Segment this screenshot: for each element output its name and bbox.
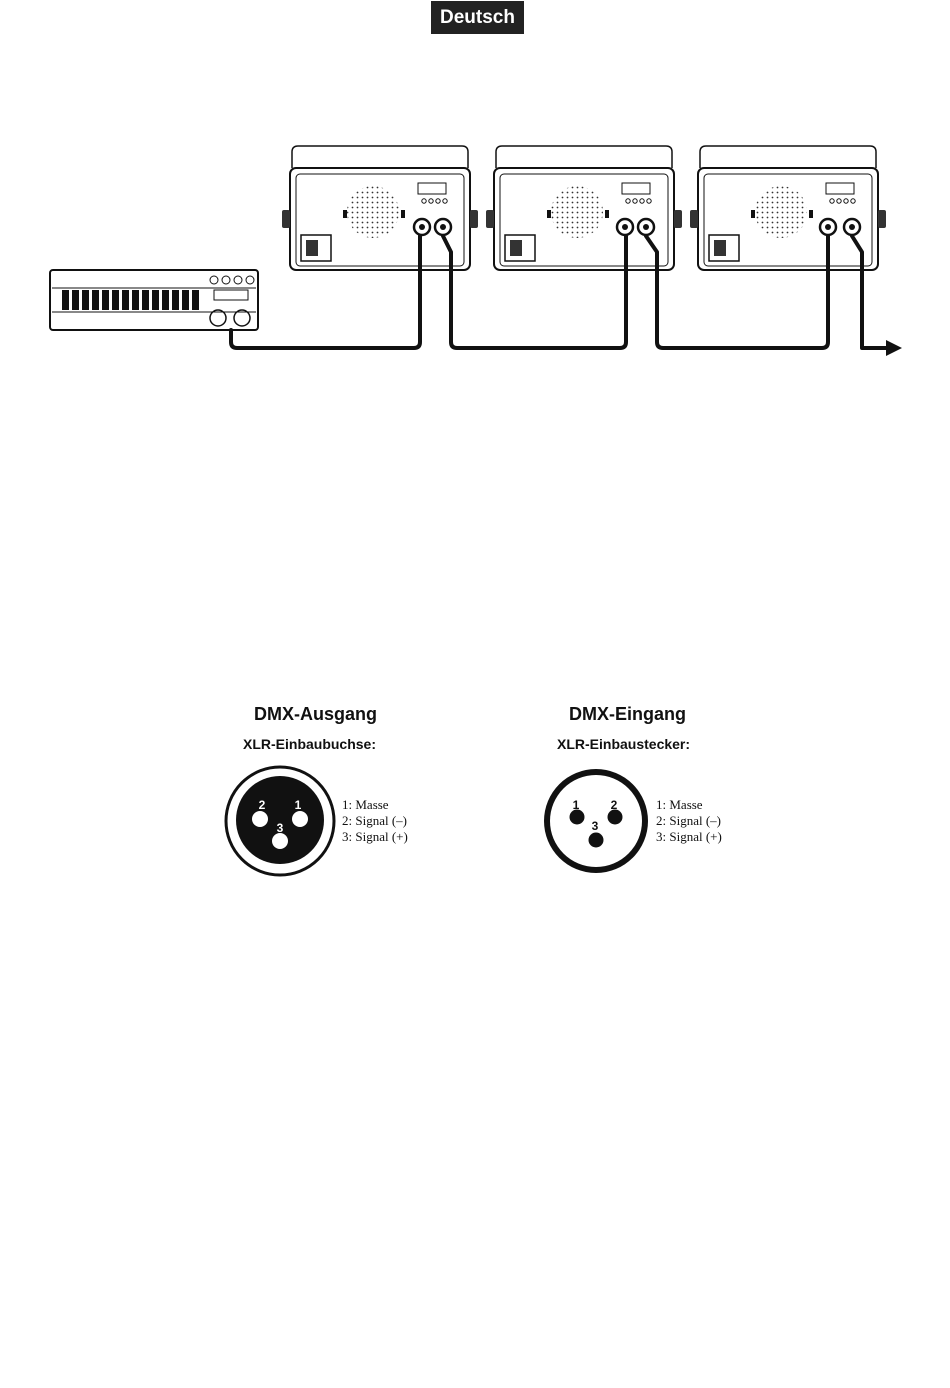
dmx-input-subtitle: XLR-Einbaustecker: [557,736,690,752]
pin-label: 2 [259,798,266,812]
pin-label: 1 [573,798,580,812]
pin-hole-1 [292,811,308,827]
xlr-socket-diagram: 2 1 3 [224,765,336,877]
pin-legend-item: 3: Signal (+) [342,829,408,845]
pin-legend-item: 3: Signal (+) [656,829,722,845]
dmx-output-title: DMX-Ausgang [254,704,377,725]
pin-legend-item: 2: Signal (–) [656,813,722,829]
pin-label: 2 [611,798,618,812]
pin-label: 3 [592,819,599,833]
pin-label: 3 [277,821,284,835]
chain-continues-arrow [886,340,902,356]
pin-legend-item: 1: Masse [342,797,408,813]
pin-hole-2 [252,811,268,827]
dmx-controller [50,270,258,330]
pin-3 [589,833,604,848]
dmx-input-pin-legend: 1: Masse 2: Signal (–) 3: Signal (+) [656,797,722,845]
dmx-wiring-diagram [0,0,950,400]
pin-legend-item: 1: Masse [656,797,722,813]
pin-legend-item: 2: Signal (–) [342,813,408,829]
dmx-output-subtitle: XLR-Einbaubuchse: [243,736,376,752]
dmx-input-title: DMX-Eingang [569,704,686,725]
fixture-2 [486,146,682,270]
xlr-plug-diagram: 1 2 3 [542,767,650,875]
fixture-3 [690,146,886,270]
dmx-output-pin-legend: 1: Masse 2: Signal (–) 3: Signal (+) [342,797,408,845]
pin-hole-3 [272,833,288,849]
pin-label: 1 [295,798,302,812]
